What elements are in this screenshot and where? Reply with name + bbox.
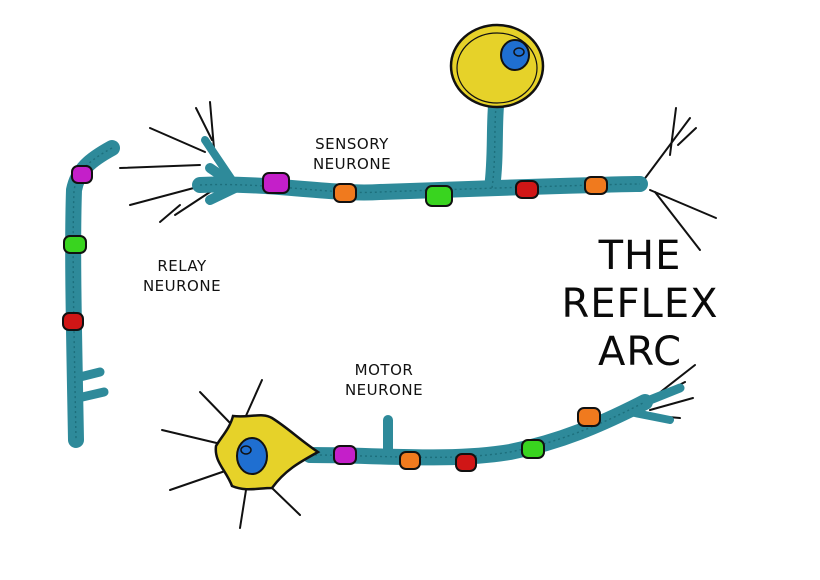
label-line: SENSORY [315,135,389,153]
myelin-nodes [62,165,608,472]
label-line: NEURONE [142,277,222,295]
label-line: NEURONE [344,381,424,399]
motor-cell-body [214,414,321,491]
title-line: ARC [597,329,683,375]
page-title: THE REFLEX ARC [520,232,760,376]
relay-neurone-label: RELAY NEURONE [132,256,232,296]
nucleus-icon [500,39,530,71]
sensory-cell-stalk [484,98,504,196]
sensory-cell-body [449,23,545,109]
motor-neurone-label: MOTOR NEURONE [334,360,434,400]
sensory-neurone-label: SENSORY NEURONE [307,134,397,174]
label-line: NEURONE [312,155,392,173]
nucleus-icon [236,437,268,475]
title-line: THE REFLEX [561,233,719,327]
label-line: RELAY [157,257,207,275]
label-line: MOTOR [354,361,414,379]
